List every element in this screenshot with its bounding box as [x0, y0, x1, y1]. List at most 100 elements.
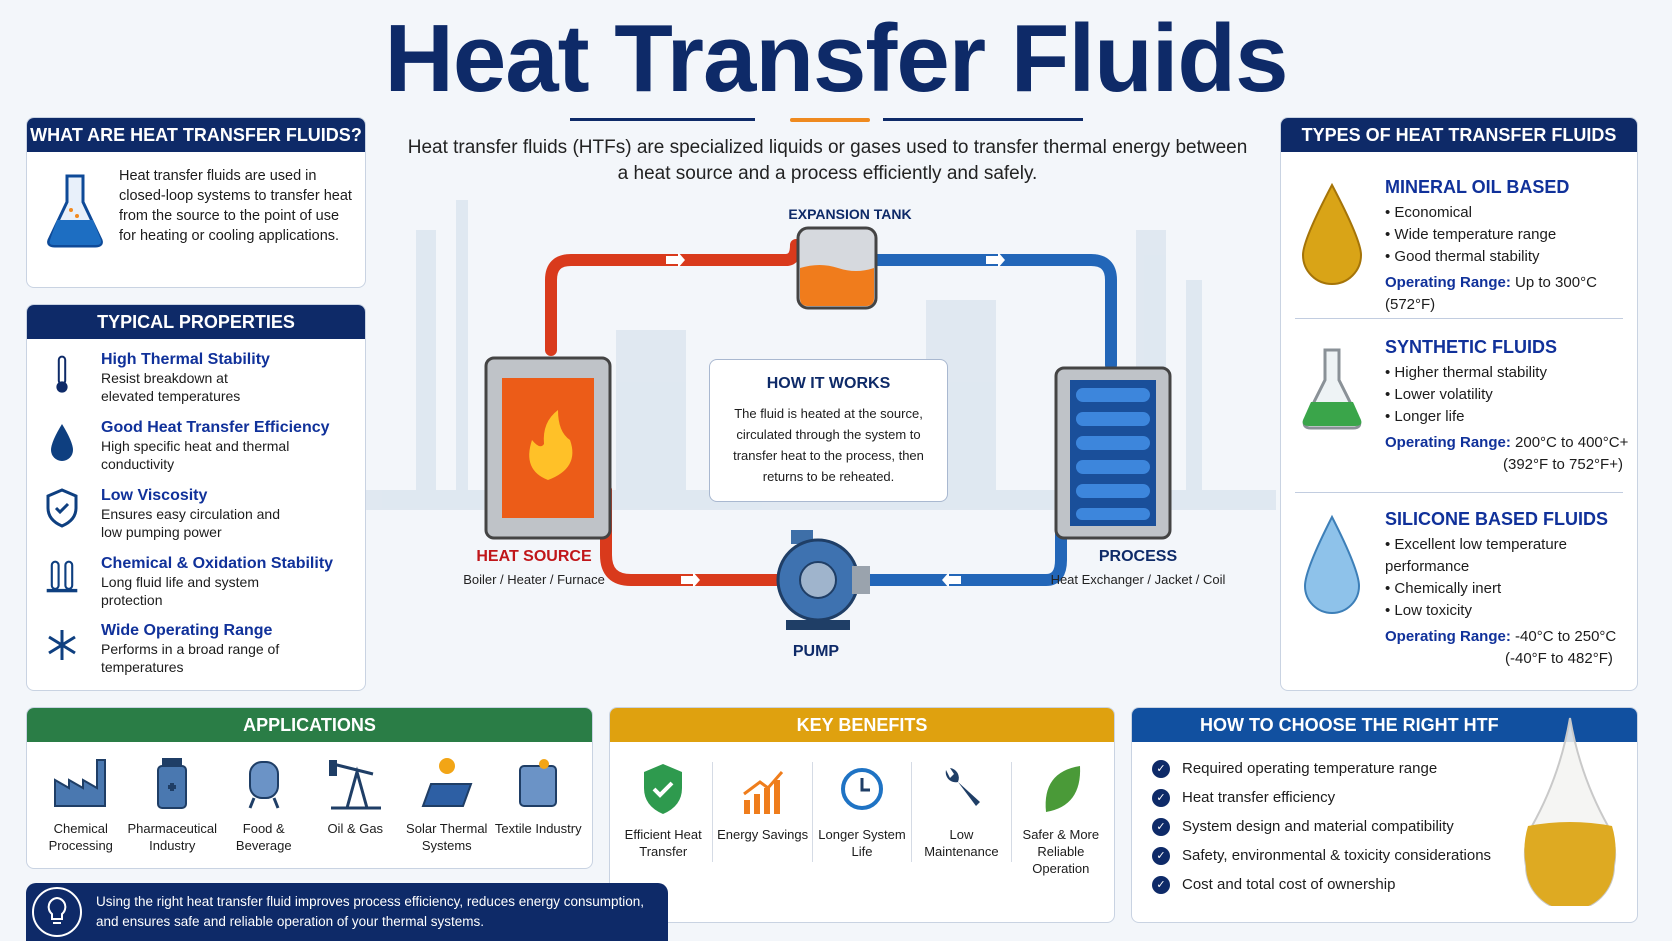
- shield-check-icon: [644, 764, 683, 814]
- bullet: Wide temperature range: [1385, 224, 1637, 246]
- water-drop-icon: [1303, 514, 1361, 614]
- checklist-item: ✓Cost and total cost of ownership: [1132, 870, 1637, 899]
- benefit-label: Safer & More Reliable Operation: [1022, 827, 1100, 876]
- checklist-item: ✓Heat transfer efficiency: [1132, 783, 1637, 812]
- property-text: Performs in a broad range of temperature…: [101, 641, 280, 675]
- bullet: Chemically inert: [1385, 578, 1616, 600]
- medicine-bottle-icon: [157, 758, 188, 809]
- process-label: PROCESS: [1098, 548, 1178, 565]
- flask-icon: [47, 174, 103, 248]
- benefit-item: Energy Savings: [713, 762, 813, 862]
- application-label: Textile Industry: [494, 821, 582, 836]
- card-header: TYPICAL PROPERTIES: [27, 305, 365, 339]
- droplet-icon: [51, 424, 73, 461]
- application-label: Oil & Gas: [327, 821, 384, 836]
- refinery-background: [366, 200, 1276, 510]
- checklist-label: Required operating temperature range: [1182, 760, 1438, 777]
- tip-text: Using the right heat transfer fluid impr…: [96, 894, 645, 929]
- applications-card: APPLICATIONS Chemical Processing Pharmac…: [26, 707, 593, 869]
- checklist-item: ✓ Required operating temperature range: [1132, 754, 1637, 783]
- growth-chart-icon: [742, 771, 783, 814]
- wrench-icon: [946, 768, 981, 806]
- process-heat-exchanger-icon: [1054, 366, 1172, 540]
- key-benefits-card: KEY BENEFITS Efficient Heat Transfer Ene…: [609, 707, 1115, 923]
- range-value: -40°C to 250°C: [1515, 628, 1617, 645]
- bullet: Good thermal stability: [1385, 246, 1637, 268]
- benefit-label: Longer System Life: [818, 827, 906, 859]
- check-icon: ✓: [1152, 759, 1170, 778]
- property-title: Good Heat Transfer Efficiency: [101, 419, 330, 436]
- property-title: Chemical & Oxidation Stability: [101, 555, 334, 572]
- oil-pump-icon: [329, 760, 382, 810]
- how-it-works-box: HOW IT WORKS The fluid is heated at the …: [709, 359, 948, 502]
- what-are-htf-card: WHAT ARE HEAT TRANSFER FLUIDS? Heat tran…: [26, 117, 366, 288]
- application-chemical: Chemical Processing: [35, 756, 127, 854]
- card-header: HOW TO CHOOSE THE RIGHT HTF: [1132, 708, 1637, 742]
- bullet: Higher thermal stability: [1385, 362, 1628, 384]
- check-icon: ✓: [1152, 788, 1170, 807]
- fluid-type-item: SYNTHETIC FLUIDS Higher thermal stability…: [1385, 336, 1628, 476]
- htf-loop-diagram: [366, 200, 1276, 630]
- heat-source-boiler-icon: [484, 356, 612, 540]
- card-header: TYPES OF HEAT TRANSFER FLUIDS: [1281, 118, 1637, 152]
- pump-icon: [776, 530, 870, 630]
- shield-check-icon: [46, 488, 78, 528]
- divider: [1295, 318, 1623, 319]
- check-icon: ✓: [1152, 817, 1170, 836]
- benefit-item: Low Maintenance: [912, 762, 1012, 862]
- how-it-works-title: HOW IT WORKS: [766, 375, 891, 392]
- application-oil-gas: Oil & Gas: [310, 756, 402, 854]
- divider: [1295, 492, 1623, 493]
- solar-panel-icon: [421, 758, 473, 807]
- range-label: Operating Range:: [1385, 628, 1511, 645]
- leaf-icon: [1045, 766, 1080, 812]
- fluid-type-title: SYNTHETIC FLUIDS: [1385, 337, 1558, 357]
- thermometer-icon: [56, 355, 68, 393]
- application-pharma: Pharmaceutical Industry: [127, 756, 219, 854]
- checklist-label: Safety, environmental & toxicity conside…: [1182, 847, 1492, 864]
- range-value-f: (-40°F to 482°F): [1505, 650, 1613, 667]
- checklist-item: ✓ Safety, environmental & toxicity consid…: [1132, 841, 1637, 870]
- bullet: Low toxicity: [1385, 600, 1616, 622]
- types-of-htf-card: TYPES OF HEAT TRANSFER FLUIDS MINERAL OI…: [1280, 117, 1638, 691]
- tip-banner: Using the right heat transfer fluid impr…: [26, 883, 668, 941]
- range-value-f: (392°F to 752°F+): [1503, 456, 1623, 473]
- application-label: Pharmaceutical Industry: [127, 821, 218, 853]
- oil-drop-icon: [1301, 182, 1363, 285]
- oil-drop-large-icon: [1523, 717, 1617, 906]
- property-text: Ensures easy circulation and low pumping…: [101, 506, 280, 540]
- application-label: Food & Beverage: [235, 821, 292, 853]
- checklist-label: Cost and total cost of ownership: [1182, 876, 1396, 893]
- benefit-item: Efficient Heat Transfer: [614, 762, 714, 862]
- benefit-label: Energy Savings: [717, 827, 809, 842]
- typical-properties-card: TYPICAL PROPERTIES High Thermal Stabilit…: [26, 304, 366, 691]
- textile-machine-icon: [519, 759, 558, 807]
- application-food: Food & Beverage: [218, 756, 310, 854]
- clock-icon: [841, 768, 884, 810]
- benefit-item: Safer & More Reliable Operation: [1012, 762, 1110, 876]
- heat-source-subtitle: Boiler / Heater / Furnace: [463, 572, 605, 587]
- range-value: Up to 300°C (572°F): [1385, 274, 1597, 313]
- lightbulb-icon: [32, 887, 82, 937]
- benefit-label: Low Maintenance: [924, 827, 999, 859]
- how-it-works-text: The fluid is heated at the source, circu…: [733, 406, 924, 484]
- bullet: Lower volatility: [1385, 384, 1628, 406]
- expansion-tank-label: EXPANSION TANK: [788, 206, 912, 222]
- application-label: Chemical Processing: [48, 821, 113, 853]
- check-icon: ✓: [1152, 846, 1170, 865]
- what-text: Heat transfer fluids are used in closed-…: [119, 168, 352, 244]
- property-text: Long fluid life and system protection: [101, 574, 259, 608]
- flow-arrows-icon: [666, 252, 1005, 588]
- tank-icon: [248, 761, 280, 809]
- checklist-label: System design and material compatibility: [1182, 818, 1454, 835]
- title-divider: [570, 118, 1083, 122]
- heat-source-label: HEAT SOURCE: [476, 548, 592, 565]
- test-tubes-icon: [46, 560, 78, 593]
- range-value: 200°C to 400°C+: [1515, 434, 1629, 451]
- checklist-item: ✓ System design and material compatibilit…: [1132, 812, 1637, 841]
- intro-text: Heat transfer fluids (HTFs) are speciali…: [407, 137, 1248, 184]
- factory-icon: [53, 759, 106, 807]
